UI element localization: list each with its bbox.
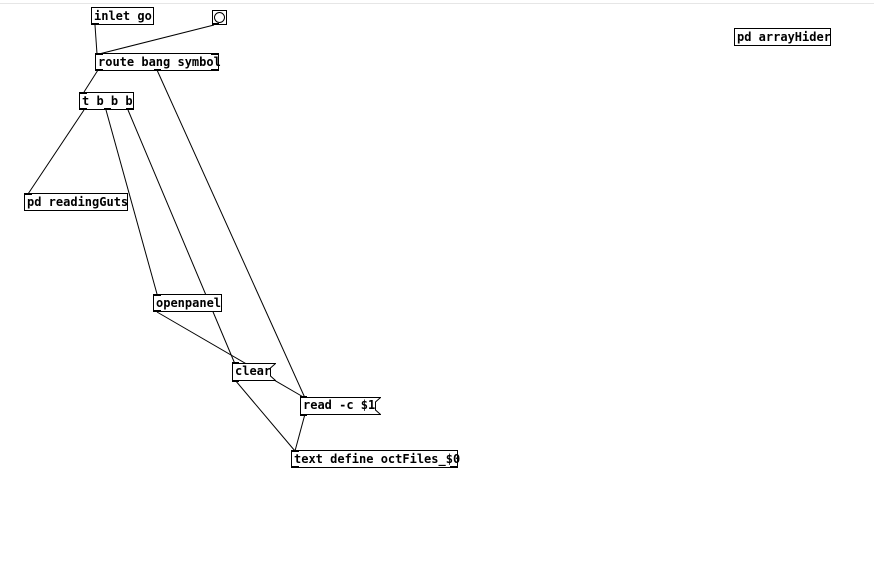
outlet[interactable] (154, 69, 161, 71)
wire-openpanel-to-read (156, 311, 306, 399)
inlet-go-object[interactable]: inlet go (91, 7, 154, 25)
wire-trigger-to-clear (127, 109, 236, 365)
outlet[interactable] (154, 310, 161, 312)
inlet[interactable] (154, 294, 161, 296)
wire-inlet-to-route (94, 24, 98, 55)
wire-trigger-to-readingguts (27, 109, 85, 195)
outlet[interactable] (126, 108, 133, 110)
window-top-edge (0, 3, 874, 4)
read-message-label: read -c $1 (303, 398, 376, 412)
wire-route-to-trigger (83, 69, 99, 93)
outlet[interactable] (232, 380, 239, 382)
inlet[interactable] (232, 362, 239, 364)
inlet[interactable] (96, 53, 103, 55)
text-define-object[interactable]: text define octFiles_$0 (291, 450, 461, 468)
pd-arrayhider-object[interactable]: pd arrayHider (734, 28, 831, 46)
outlet[interactable] (300, 414, 307, 416)
clear-message-label: clear (235, 364, 272, 378)
wire-route-symbol-to-read (156, 69, 306, 399)
wire-read-to-text (294, 413, 306, 452)
wire-clear-to-text (234, 379, 296, 452)
clear-message[interactable]: clear (232, 362, 276, 382)
outlet[interactable] (292, 466, 299, 468)
openpanel-label: openpanel (156, 296, 222, 310)
read-message[interactable]: read -c $1 (300, 396, 381, 416)
pd-readingguts-label: pd readingGuts (27, 195, 129, 209)
inlet[interactable] (300, 396, 307, 398)
bang-gui[interactable] (212, 10, 227, 25)
outlet[interactable] (80, 108, 87, 110)
outlet[interactable] (212, 23, 219, 25)
openpanel-object[interactable]: openpanel (153, 294, 222, 312)
outlet[interactable] (211, 69, 218, 71)
inlet-go-label: inlet go (94, 9, 152, 23)
inlet[interactable] (292, 450, 299, 452)
route-label: route bang symbol (98, 55, 221, 69)
pd-arrayhider-label: pd arrayHider (737, 30, 831, 44)
inlet[interactable] (211, 53, 218, 55)
route-object[interactable]: route bang symbol (95, 53, 221, 71)
text-define-label: text define octFiles_$0 (294, 452, 461, 466)
wire-bang-to-route (98, 24, 215, 55)
bang-icon (214, 12, 225, 23)
outlet[interactable] (450, 466, 457, 468)
outlet[interactable] (96, 69, 103, 71)
inlet[interactable] (80, 92, 87, 94)
outlet[interactable] (104, 108, 111, 110)
pd-readingguts-object[interactable]: pd readingGuts (24, 193, 128, 211)
inlet[interactable] (25, 193, 32, 195)
trigger-label: t b b b (82, 94, 133, 108)
outlet[interactable] (92, 23, 99, 25)
trigger-object[interactable]: t b b b (79, 92, 134, 110)
wire-trigger-to-openpanel (105, 109, 158, 295)
